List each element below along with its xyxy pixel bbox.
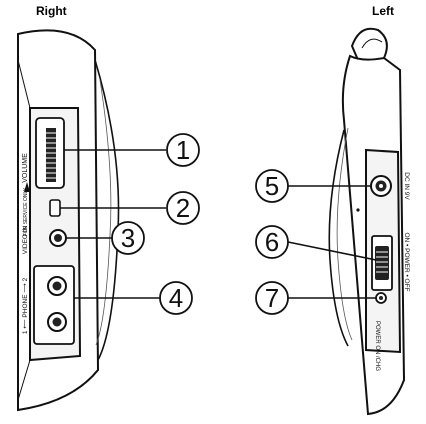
callout-6: 6 <box>255 225 289 259</box>
callout-5-number: 5 <box>265 171 279 201</box>
volume-wheel[interactable] <box>46 128 56 182</box>
dc-in-jack[interactable] <box>370 175 392 197</box>
dc-in-label: DC IN 9V <box>403 172 410 200</box>
callout-7: 7 <box>255 281 289 315</box>
left-device-rear-edge <box>328 129 349 347</box>
callout-4: 4 <box>159 281 193 315</box>
right-device-rear-edge <box>94 59 120 361</box>
callout-2: 2 <box>166 191 200 225</box>
left-side-device: DC IN 9V ON • POWER • OFF POWER ON /CHG <box>328 27 410 416</box>
right-side-device: VOLUME FOR SERVICE ONLY VIDEO IN 1 ⟵ PHO… <box>17 29 120 412</box>
callout-7-number: 7 <box>265 283 279 313</box>
title-right: Right <box>36 4 67 18</box>
volume-arrow-icon <box>24 182 30 192</box>
for-service-only-label: FOR SERVICE ONLY <box>23 187 29 236</box>
callout-4-number: 4 <box>169 283 183 313</box>
callout-2-number: 2 <box>176 193 190 223</box>
callout-6-number: 6 <box>265 227 279 257</box>
phone-label: 1 ⟵ PHONE ⟶ 2 <box>22 278 29 335</box>
service-port[interactable] <box>49 199 61 217</box>
title-left: Left <box>372 4 394 18</box>
callout-3-number: 3 <box>121 223 135 253</box>
callout-3: 3 <box>111 221 145 255</box>
power-on-chg-label: POWER ON /CHG <box>374 321 380 371</box>
callout-1-number: 1 <box>176 135 190 165</box>
power-switch-label: ON • POWER • OFF <box>403 232 410 291</box>
power-switch[interactable] <box>375 246 389 280</box>
phone-jack-2[interactable] <box>47 312 67 332</box>
callout-1: 1 <box>166 133 200 167</box>
video-in-jack[interactable] <box>49 229 67 247</box>
phone-jack-1[interactable] <box>47 276 67 296</box>
video-in-label: VIDEO IN <box>22 225 29 254</box>
callout-5: 5 <box>255 169 289 203</box>
power-led <box>375 292 387 304</box>
volume-label: VOLUME <box>22 153 29 183</box>
